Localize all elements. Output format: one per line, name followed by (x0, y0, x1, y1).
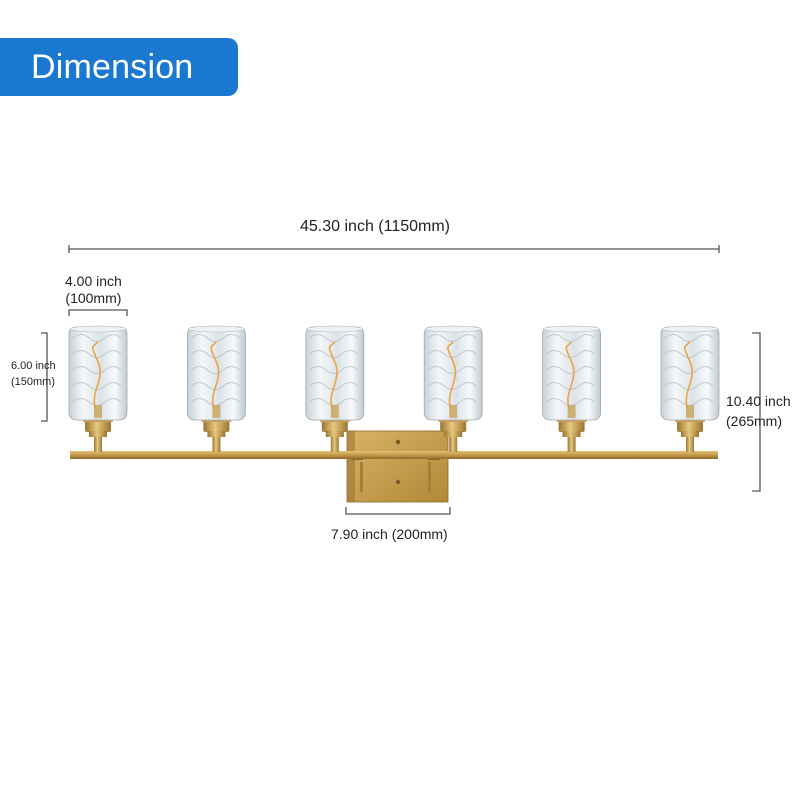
socket-cup (677, 420, 703, 432)
socket-cup (440, 420, 467, 432)
dimension-lines (41, 245, 761, 515)
bulb-filament (683, 341, 693, 411)
bulb-filament (447, 341, 457, 411)
socket-cup (85, 420, 111, 432)
mounting-bar (70, 451, 718, 459)
shade-width-mm: (100mm) (65, 290, 122, 306)
shade-height-label: 6.00 inch (150mm) (11, 358, 56, 390)
backplate-width-label: 7.90 inch (200mm) (331, 526, 448, 542)
shade-height-dimension-line (41, 332, 48, 422)
total-height-label: 10.40 inch (265mm) (726, 391, 791, 431)
bulb-filament (210, 341, 220, 411)
bulb-filament (565, 341, 575, 411)
total-height-mm: (265mm) (726, 413, 783, 429)
lamp-head (660, 325, 720, 452)
shade-height-inch: 6.00 inch (11, 360, 56, 372)
total-height-dimension-line (752, 332, 761, 492)
lamp-head (305, 325, 365, 452)
shade-width-inch: 4.00 inch (65, 273, 122, 289)
bulb-filament (328, 341, 338, 411)
bulb-filament (91, 341, 101, 411)
total-width-label: 45.30 inch (1150mm) (300, 218, 450, 235)
socket-cup (321, 420, 348, 432)
lamp-head (186, 325, 246, 452)
lamp-heads (68, 325, 720, 452)
shade-width-label: 4.00 inch (100mm) (65, 273, 122, 307)
total-width-dimension-line (68, 245, 720, 253)
lamp-head (423, 325, 483, 452)
socket-cup (203, 420, 230, 432)
shade-width-dimension-line (68, 309, 128, 316)
dimension-badge-label: Dimension (31, 48, 194, 86)
total-height-inch: 10.40 inch (726, 393, 791, 409)
dimension-badge (0, 38, 238, 96)
shade-height-mm: (150mm) (11, 376, 56, 388)
backplate-width-dimension-line (345, 507, 451, 515)
lamp-head (68, 325, 128, 452)
socket-cup (558, 420, 585, 432)
lamp-head (542, 325, 601, 452)
